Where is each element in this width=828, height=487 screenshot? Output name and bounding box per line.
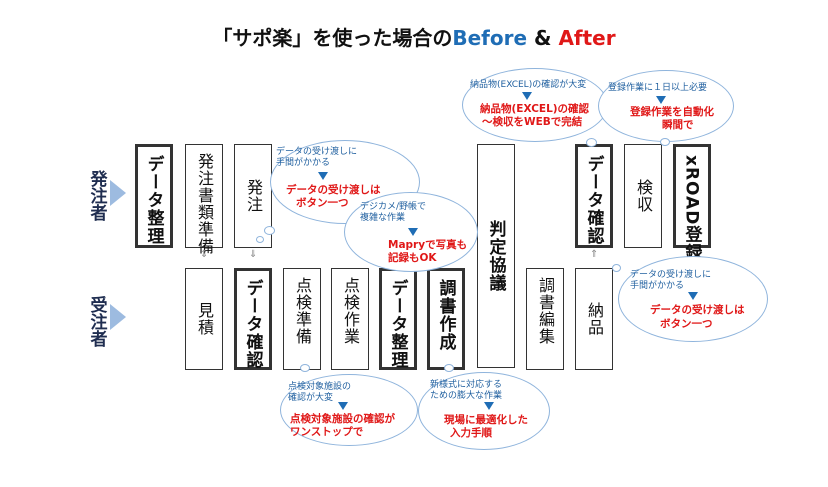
step-label: 調書作成 (435, 279, 456, 351)
bubble-tail (444, 364, 454, 372)
bubble-solution: 納品物(EXCEL)の確認 (480, 103, 590, 115)
bubble-problem: 複雑な作業 (360, 213, 406, 223)
bubble-solution: 瞬間で (662, 119, 694, 131)
bubble-solution: ～検収をWEBで完結 (482, 116, 583, 128)
bubble-problem: 点検対象施設の (288, 382, 352, 392)
bubble-problem: 手間がかかる (276, 158, 331, 168)
bubble-problem: 納品物(EXCEL)の確認が大変 (470, 80, 587, 90)
bubble-solution: Mapryで写真も (388, 239, 468, 251)
bidirectional-arrow-icon: ⇕ (200, 249, 209, 260)
title-main: 「サポ楽」を使った場合の (212, 26, 453, 50)
title-before: Before (452, 26, 528, 50)
bubble-solution: ワンストップで (290, 426, 364, 438)
bubble-solution: 点検対象施設の確認が (290, 413, 395, 425)
step-label: 調書編集 (536, 277, 555, 345)
step-orderer-data-check: データ確認 (575, 144, 613, 248)
step-label: データ整理 (387, 279, 408, 369)
bubble-new-format (418, 372, 550, 450)
page-title: 「サポ楽」を使った場合のBefore & After (0, 22, 828, 51)
bubble-tail (256, 236, 264, 243)
step-label: 発注 (244, 179, 263, 213)
bubble-solution: データの受け渡しは (650, 304, 745, 316)
bubble-facility-check (280, 374, 418, 446)
step-orderer-inspect: 検収 (624, 144, 662, 248)
role-contractor: 受注者 (90, 296, 108, 350)
bubble-problem: ための膨大な作業 (430, 391, 503, 401)
bubble-solution: 現場に最適化した (444, 414, 528, 426)
step-contractor-inspect-prep: 点検準備 (283, 268, 321, 370)
bubble-problem: 新様式に対応する (430, 380, 503, 390)
step-contractor-report: 調書作成 (427, 268, 465, 370)
title-amp: & (527, 26, 559, 50)
down-arrow-icon (408, 228, 418, 236)
down-arrow-icon (484, 402, 494, 410)
bubble-solution: 入力手順 (450, 427, 492, 439)
bubble-problem: 確認が大変 (288, 393, 334, 403)
step-label: xROAD登録 (681, 155, 702, 262)
step-label: データ整理 (143, 155, 164, 245)
up-arrow-icon: ⇑ (590, 249, 599, 260)
down-arrow-icon (656, 96, 666, 104)
step-label: 検収 (634, 179, 653, 213)
step-judge: 判定協議 (477, 144, 515, 368)
step-label: データ確認 (583, 155, 604, 245)
step-contractor-report-edit: 調書編集 (526, 268, 564, 370)
down-arrow-icon (688, 292, 698, 300)
step-contractor-deliver: 納品 (575, 268, 613, 370)
step-orderer-order: 発注 (234, 144, 272, 248)
step-label: データ確認 (242, 279, 263, 369)
step-contractor-inspect-work: 点検作業 (331, 268, 369, 370)
step-contractor-estimate: 見積 (185, 268, 223, 370)
step-label: 納品 (585, 302, 604, 336)
bubble-problem: デジカメ/野帳で (360, 202, 427, 212)
step-label: 見積 (195, 302, 214, 336)
bubble-tail (264, 226, 275, 235)
role-arrow-icon (110, 304, 126, 330)
step-orderer-xroad: xROAD登録 (673, 144, 711, 261)
title-after: After (558, 26, 616, 50)
bubble-solution: 記録もOK (388, 252, 437, 264)
step-contractor-data-check: データ確認 (234, 268, 272, 370)
bubble-solution: データの受け渡しは (286, 184, 381, 196)
bubble-solution: ボタン一つ (660, 318, 713, 330)
role-orderer: 発注者 (90, 170, 108, 224)
step-contractor-data-arrange: データ整理 (379, 268, 417, 370)
step-orderer-data-arrange: データ整理 (135, 144, 173, 248)
bubble-problem: 登録作業に１日以上必要 (608, 83, 708, 93)
step-orderer-doc-prep: 発注書類準備 (185, 144, 223, 255)
role-arrow-icon (110, 180, 126, 206)
bubble-tail (660, 138, 670, 146)
step-label: 判定協議 (485, 220, 506, 292)
down-arrow-icon (318, 172, 328, 180)
bubble-solution: 登録作業を自動化 (630, 106, 714, 118)
step-label: 発注書類準備 (195, 153, 214, 255)
bubble-problem: データの受け渡しに (276, 147, 358, 157)
down-arrow-icon (338, 402, 348, 410)
down-arrow-icon (522, 92, 532, 100)
bubble-tail (612, 264, 621, 272)
bubble-problem: 手間がかかる (630, 281, 685, 291)
down-arrow-icon: ⇓ (249, 249, 258, 260)
bubble-tail (586, 138, 597, 147)
step-label: 点検準備 (293, 277, 312, 345)
step-label: 点検作業 (341, 277, 360, 345)
bubble-solution: ボタン一つ (296, 197, 349, 209)
bubble-problem: データの受け渡しに (630, 270, 712, 280)
bubble-tail (300, 364, 310, 372)
